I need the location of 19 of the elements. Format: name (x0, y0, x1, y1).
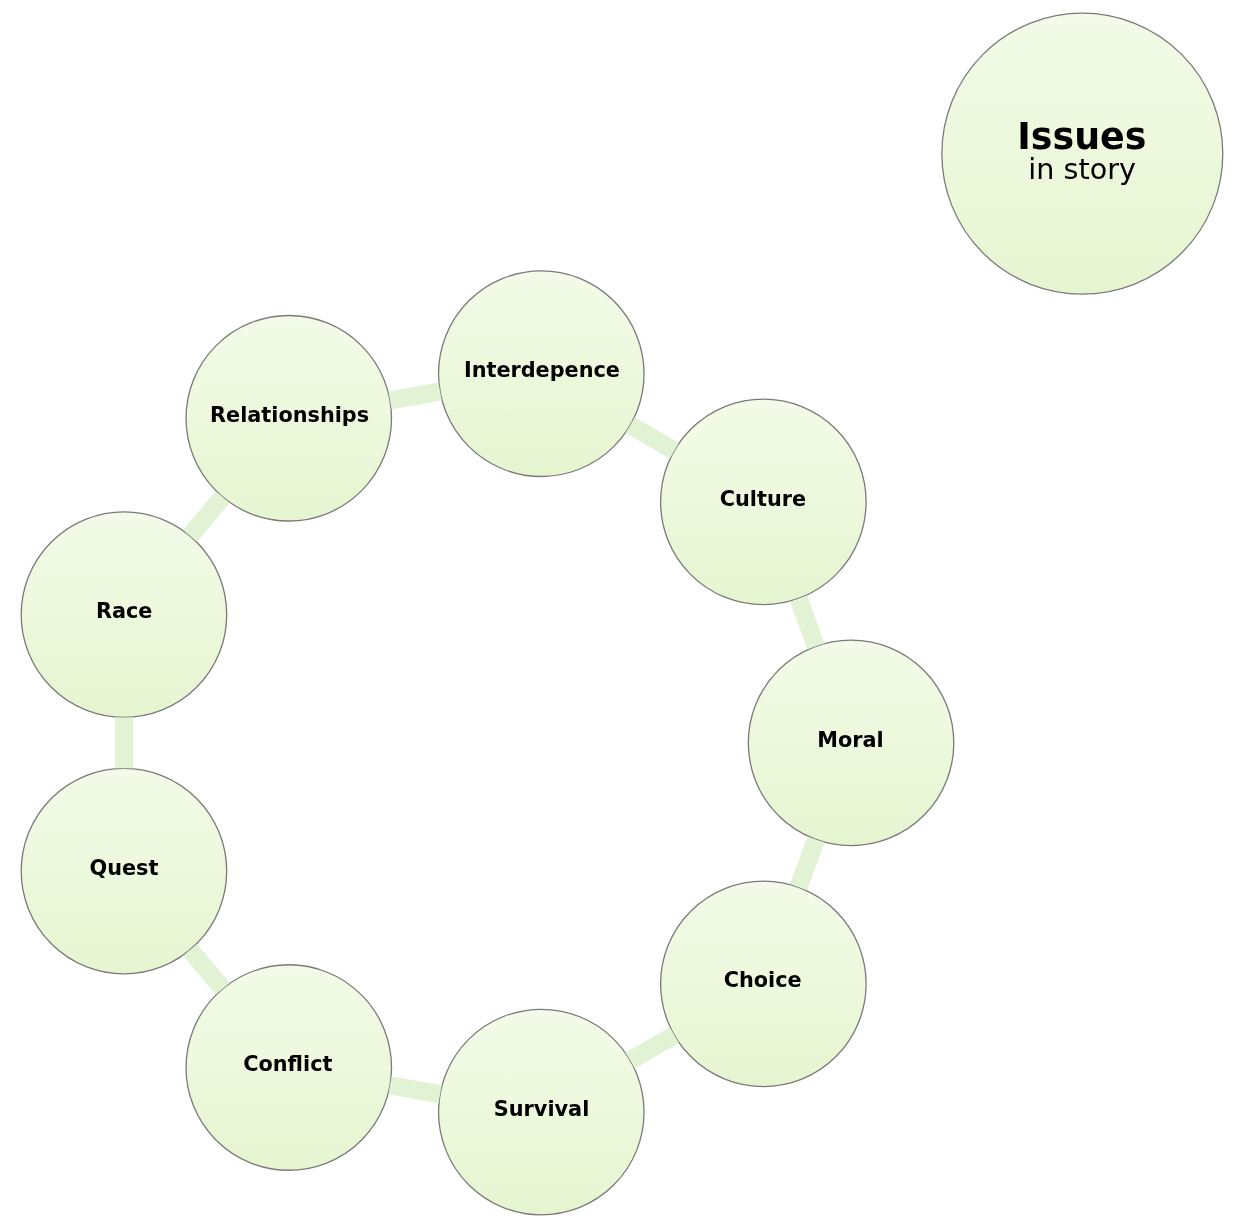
connector (789, 595, 825, 650)
node-circle: Culture (659, 398, 867, 606)
node-circle: Choice (659, 880, 867, 1088)
node-circle: Survival (437, 1008, 645, 1216)
node-circle: Conflict (185, 964, 393, 1171)
node-circle: Issues in story (941, 12, 1224, 295)
node-circle: Quest (20, 767, 228, 975)
connector (183, 491, 230, 542)
connector (183, 944, 230, 995)
node-circle: Race (20, 511, 228, 719)
connector (114, 717, 134, 769)
connector (789, 836, 825, 891)
connector (625, 417, 679, 459)
node-circle: Interdepence (437, 270, 645, 478)
connector (625, 1027, 679, 1069)
node-circle: Relationships (185, 314, 393, 522)
connector (388, 1076, 442, 1104)
node-circle: Moral (747, 639, 955, 847)
connector (388, 382, 442, 410)
